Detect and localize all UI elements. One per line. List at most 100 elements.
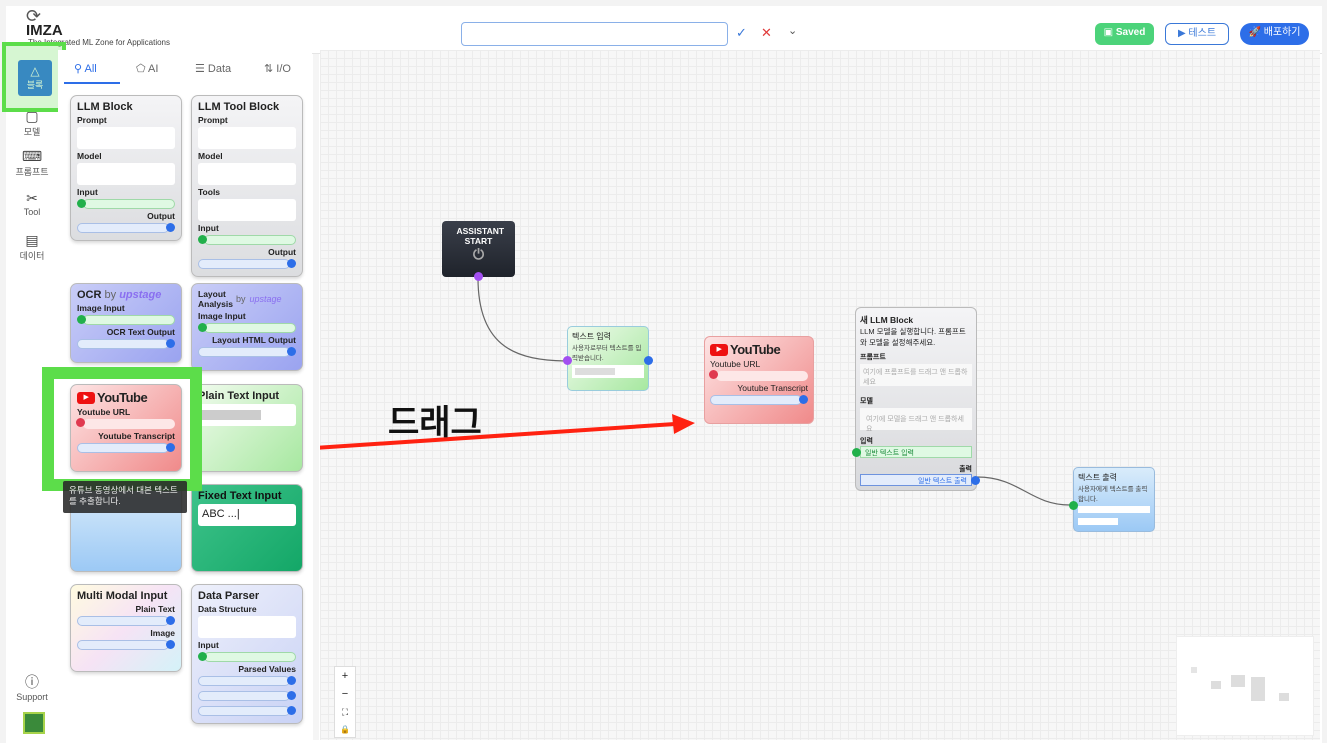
logo-icon: ⟳ — [26, 6, 42, 26]
card-title: OCR — [77, 289, 102, 301]
node-text-input[interactable]: 텍스트 입력 사용자로부터 텍스트를 입력받습니다. — [563, 326, 653, 391]
rail-item-data[interactable]: ▤데이터 — [6, 232, 58, 262]
prompt-dropzone[interactable]: 여기에 프롬프트를 드래그 앤 드롭하세요 — [860, 364, 972, 386]
cancel-icon[interactable]: ✕ — [761, 25, 772, 40]
field-label: Parsed Values — [238, 664, 296, 674]
input-port[interactable] — [563, 356, 572, 365]
output-port — [77, 223, 175, 233]
rail-label: 블록 — [26, 80, 44, 90]
model-slot — [198, 163, 296, 185]
input-port — [198, 323, 296, 333]
play-icon: ▶ — [1177, 28, 1189, 39]
rail-item-tool[interactable]: ✂Tool — [6, 190, 58, 217]
block-card-data-parser[interactable]: Data Parser Data Structure Input Parsed … — [191, 584, 303, 724]
minimap-node — [1231, 675, 1245, 687]
text-field[interactable] — [572, 365, 644, 378]
tools-slot — [198, 199, 296, 221]
url-input-port — [76, 418, 175, 429]
support-label: Support — [16, 692, 48, 702]
node-text-output[interactable]: 텍스트 출력 사용자에게 텍스트를 출력합니다. — [1069, 467, 1155, 532]
node-description: 사용자로부터 텍스트를 입력받습니다. — [572, 345, 642, 362]
block-card-ocr[interactable]: OCR by upstage Image Input OCR Text Outp… — [70, 283, 182, 363]
block-card-plain-text-input[interactable]: Plain Text Input — [191, 384, 303, 472]
minimap-node — [1251, 677, 1265, 701]
lock-button[interactable]: 🔒 — [340, 725, 350, 734]
block-card-youtube[interactable]: ▶YouTube Youtube URL Youtube Transcript — [70, 384, 182, 472]
field-label: Output — [147, 211, 175, 221]
field-label: Youtube Transcript — [737, 383, 808, 393]
model-icon: ▢ — [25, 108, 39, 124]
output-port — [198, 347, 296, 357]
rail-item-prompt[interactable]: ⌨프롬프트 — [6, 148, 58, 178]
active-tab-indicator — [64, 82, 120, 84]
output-port — [198, 706, 296, 716]
output-port — [77, 640, 175, 650]
field-label: Output — [268, 247, 296, 257]
tab-all[interactable]: ⚲ All — [74, 62, 97, 75]
database-icon: ☰ — [195, 63, 208, 75]
minimap[interactable] — [1176, 636, 1314, 736]
field-label: 프롬프트 — [860, 354, 886, 361]
fit-view-button[interactable]: ⛶ — [341, 707, 349, 717]
input-handle[interactable] — [852, 448, 861, 457]
output-port — [198, 259, 296, 269]
block-card-llm-tool[interactable]: LLM Tool Block Prompt Model Tools Input … — [191, 95, 303, 277]
tooltip: 유튜브 동영상에서 대본 텍스트를 추출합니다. — [63, 481, 187, 513]
output-handle[interactable] — [971, 476, 980, 485]
tab-io[interactable]: ⇅ I/O — [264, 62, 291, 75]
saved-button[interactable]: ▣ Saved — [1095, 23, 1154, 45]
rail-item-blocks[interactable]: △블록 — [18, 60, 52, 96]
tab-data[interactable]: ☰ Data — [195, 62, 231, 75]
node-assistant-start[interactable]: ASSISTANT START ⏻ — [442, 221, 515, 281]
node-title: ASSISTANT START — [456, 226, 505, 246]
block-card-fixed-text-input[interactable]: Fixed Text Input ABC ...| — [191, 484, 303, 572]
tab-label: I/O — [276, 63, 291, 75]
output-port[interactable] — [644, 356, 653, 365]
drag-arrow — [320, 422, 676, 450]
avatar[interactable] — [23, 712, 45, 734]
block-card-llm[interactable]: LLM Block Prompt Model Input Output — [70, 95, 182, 241]
node-description: 사용자에게 텍스트를 출력합니다. — [1078, 486, 1148, 503]
tab-label: All — [84, 63, 97, 75]
panel-scrollbar[interactable] — [313, 54, 319, 740]
field-label: Data Structure — [198, 604, 257, 614]
deploy-button[interactable]: 🚀 배포하기 — [1240, 23, 1309, 45]
transcript-output-port — [710, 395, 808, 405]
field-label: Image Input — [77, 303, 125, 313]
terminal-icon: ⌨ — [21, 148, 43, 164]
text-field — [198, 404, 296, 426]
input-port — [198, 652, 296, 662]
field-label: Image — [150, 628, 175, 638]
minimap-node — [1211, 681, 1221, 689]
zoom-out-button[interactable]: − — [341, 688, 349, 700]
brand-name: IMZA — [26, 22, 63, 39]
tab-ai[interactable]: ⬠ AI — [136, 62, 158, 75]
test-button[interactable]: ▶ 테스트 — [1165, 23, 1229, 45]
field-label: 입력 — [860, 438, 873, 445]
model-slot — [77, 163, 175, 185]
block-card-multi-modal-input[interactable]: Multi Modal Input Plain Text Image — [70, 584, 182, 672]
edges-layer — [320, 277, 1071, 506]
rail-item-model[interactable]: ▢모델 — [6, 108, 58, 138]
flow-title-input[interactable] — [461, 22, 728, 46]
flow-canvas[interactable]: 드래그 ASSISTANT START ⏻ 텍스트 입력 사용자로부터 텍스트를… — [320, 50, 1320, 740]
chevron-down-icon[interactable]: ⌄ — [788, 25, 798, 37]
field-label: Prompt — [198, 115, 228, 125]
field-label: Youtube URL — [77, 407, 131, 417]
tab-label: AI — [148, 63, 159, 75]
field-label: 모델 — [860, 398, 873, 405]
node-llm-block[interactable]: 새 LLM Block LLM 모델을 실행합니다. 프롬프트와 모델을 설정해… — [852, 307, 980, 491]
model-dropzone[interactable]: 여기에 모델을 드래그 앤 드롭하세요 — [860, 408, 972, 433]
node-youtube[interactable]: ▶YouTube Youtube URL Youtube Transcript — [704, 336, 814, 424]
card-title: Multi Modal Input — [77, 590, 168, 602]
input-port[interactable] — [1069, 501, 1078, 510]
drag-arrowhead — [672, 414, 695, 434]
node-description: LLM 모델을 실행합니다. 프롬프트와 모델을 설정해주세요. — [860, 327, 966, 347]
zoom-in-button[interactable]: + — [341, 670, 349, 682]
by-label: by — [236, 294, 246, 304]
field-label: Input — [198, 223, 219, 233]
output-port[interactable] — [474, 272, 483, 281]
confirm-icon[interactable]: ✓ — [736, 25, 747, 40]
